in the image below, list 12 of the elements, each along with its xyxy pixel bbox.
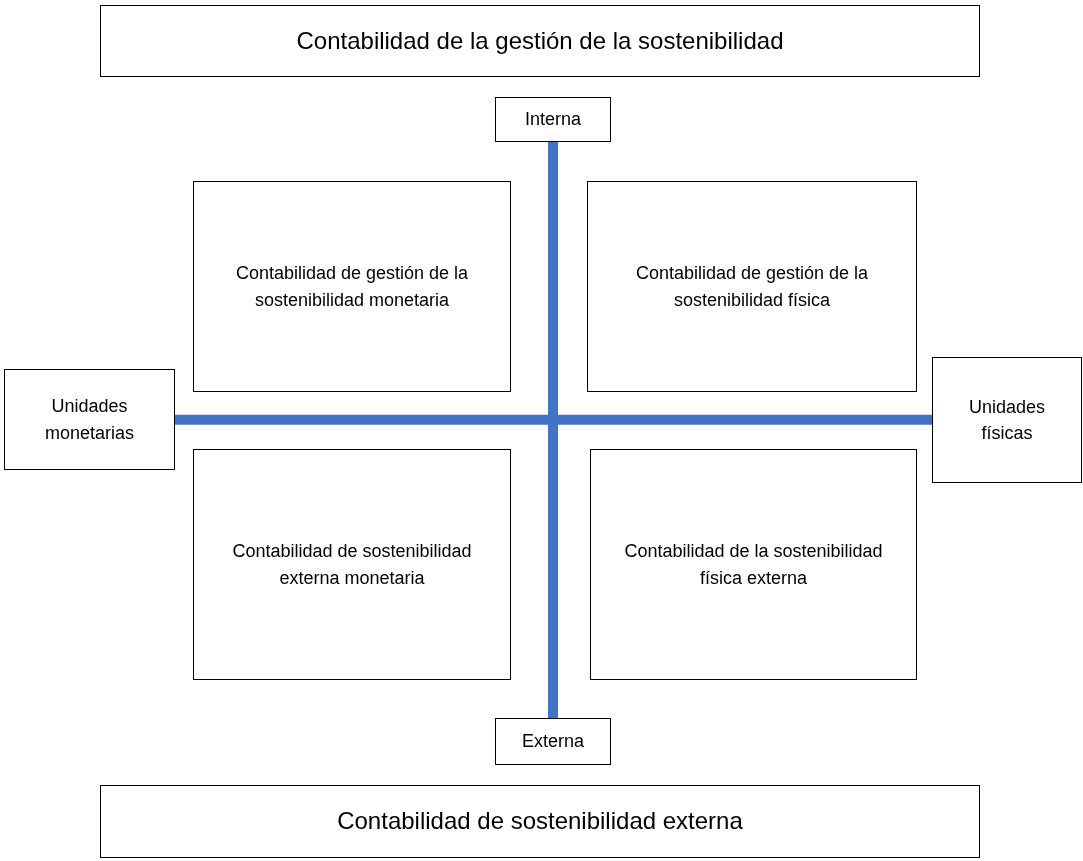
axis-line [548,142,558,718]
header-box: Contabilidad de la gestión de la sostenibilidad [100,5,980,77]
axis-label-box: Unidades físicas [932,357,1082,483]
quadrant-box: Contabilidad de sostenibilidad externa monetaria [193,449,511,680]
header-box: Contabilidad de sostenibilidad externa [100,785,980,858]
axis-line [175,414,932,425]
quadrant-box: Contabilidad de gestión de la sostenibilidad monetaria [193,181,511,392]
quadrant-box: Contabilidad de la sostenibilidad física externa [590,449,917,680]
quadrant-box: Contabilidad de gestión de la sostenibilidad física [587,181,917,392]
axis-label-box: Externa [495,718,611,765]
axis-label-box: Interna [495,97,611,142]
axis-label-box: Unidades monetarias [4,369,175,470]
